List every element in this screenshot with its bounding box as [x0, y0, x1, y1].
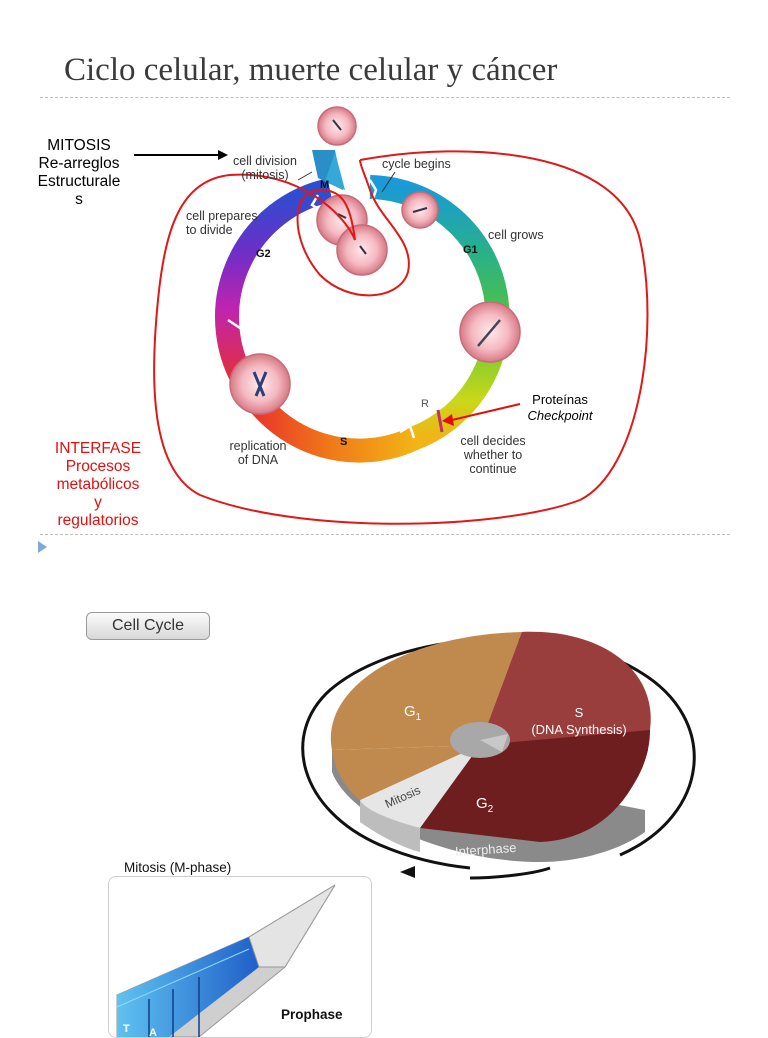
interphase-loop [153, 150, 649, 525]
mitosis-segment-a: A [149, 1027, 157, 1038]
phase-g2: G2 [256, 248, 271, 260]
ring-left-segment [215, 178, 333, 395]
pie-label-s: S (DNA Synthesis) [531, 705, 627, 737]
pie-g2-slice [420, 745, 648, 842]
mitosis-box-title: Mitosis (M-phase) [124, 860, 232, 875]
annotation-replication: replication of DNA [229, 439, 287, 467]
mitosis-label: MITOSIS Re-arreglos Estructurale s [37, 137, 121, 208]
bullet-arrow-icon [38, 541, 47, 553]
section-divider [40, 534, 730, 535]
mitosis-wedge [116, 884, 336, 1037]
checkpoint-proteins-label: Proteínas Checkpoint [527, 392, 593, 423]
mitosis-segment-t: T [123, 1023, 130, 1035]
cell-cycle-button[interactable]: Cell Cycle [86, 612, 210, 640]
mitosis-phase-panel: T A Prophase [108, 876, 372, 1038]
annotation-cell-division: cell division (mitosis) [233, 154, 297, 182]
pie-s-slice [480, 631, 650, 745]
title-divider [40, 97, 730, 98]
phase-m: M [320, 179, 330, 191]
annotation-cycle-begins: cycle begins [382, 157, 451, 171]
phase-g1: G1 [463, 244, 478, 256]
annotation-cell-decides: cell decides whether to continue [460, 434, 526, 476]
annotation-cell-grows: cell grows [488, 228, 544, 242]
pie-mitosis-slice [360, 745, 480, 828]
pie-label-g2: G2 [476, 795, 494, 815]
phase-r: R [421, 398, 429, 410]
annotation-cell-prepares: cell prepares to divide [186, 209, 258, 237]
mitosis-loop [296, 159, 410, 297]
cell-cycle-wheel [134, 106, 649, 525]
prophase-label: Prophase [281, 1007, 343, 1022]
interfase-label: INTERFASE Procesos metabólicos y regulat… [54, 440, 142, 529]
cell-cycle-pie [301, 631, 696, 880]
pie-label-g1: G1 [404, 703, 422, 723]
phase-s: S [340, 436, 348, 448]
pie-g1-slice [330, 632, 522, 750]
slide-title: Ciclo celular, muerte celular y cáncer [64, 52, 558, 88]
